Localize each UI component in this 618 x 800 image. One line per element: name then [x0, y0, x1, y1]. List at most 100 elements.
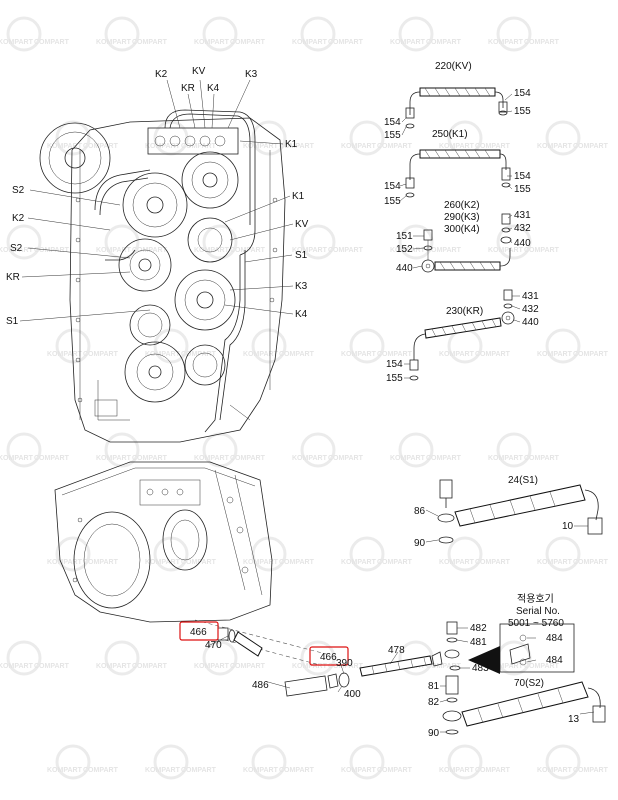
watermark-logo-icon [545, 536, 581, 572]
label-k2-top: K2 [155, 69, 168, 80]
watermark-logo-icon [6, 432, 42, 468]
watermark-text: KOMPART [243, 143, 279, 150]
watermark-text: COMPART [83, 351, 119, 358]
part-154-e: 154 [386, 359, 403, 370]
watermark-text: COMPART [132, 39, 168, 46]
watermark-text: COMPART [426, 39, 462, 46]
highlight-466-a [179, 621, 219, 641]
part-483: 483 [472, 663, 489, 674]
watermark-text: COMPART [475, 143, 511, 150]
part-478: 478 [388, 645, 405, 656]
hose-label-220kv: 220(KV) [435, 61, 472, 72]
watermark-text: COMPART [279, 351, 315, 358]
part-486: 486 [252, 680, 269, 691]
watermark-logo-icon [55, 120, 91, 156]
watermark-text: KOMPART [96, 663, 132, 670]
watermark-logo-icon [300, 432, 336, 468]
watermark-text: KOMPART [47, 767, 83, 774]
part-470: 470 [205, 640, 222, 651]
watermark-text: KOMPART [243, 767, 279, 774]
watermark-text: COMPART [573, 351, 609, 358]
part-155-c: 155 [514, 184, 531, 195]
watermark-logo-icon [398, 224, 434, 260]
watermark-text: COMPART [475, 767, 511, 774]
part-466-b: 466 [320, 652, 337, 663]
watermark-text: COMPART [181, 143, 217, 150]
watermark-logo-icon [104, 16, 140, 52]
part-432-a: 432 [514, 223, 531, 234]
watermark-text: KOMPART [390, 455, 426, 462]
hose-label-250k1: 250(K1) [432, 129, 468, 140]
watermark-text: KOMPART [194, 455, 230, 462]
watermark-text: KOMPART [488, 247, 524, 254]
watermark-text: COMPART [377, 559, 413, 566]
watermark-text: COMPART [377, 143, 413, 150]
hose-assemblies-top-right [399, 87, 521, 381]
label-k3-right: K3 [295, 281, 308, 292]
watermark-text: KOMPART [390, 247, 426, 254]
hose-label-70s2: 70(S2) [514, 678, 544, 689]
watermark-logo-icon [398, 432, 434, 468]
watermark-text: COMPART [181, 559, 217, 566]
watermark-text: KOMPART [341, 143, 377, 150]
watermark-text: KOMPART [341, 767, 377, 774]
watermark-logo-icon [496, 224, 532, 260]
part-431-a: 431 [514, 210, 531, 221]
watermark-text: COMPART [475, 351, 511, 358]
part-481: 481 [470, 637, 487, 648]
part-151: 151 [396, 231, 413, 242]
watermark-logo-icon [104, 224, 140, 260]
watermark-text: KOMPART [47, 351, 83, 358]
part-154-d: 154 [384, 181, 401, 192]
watermark-logo-icon [349, 536, 385, 572]
watermark-text: KOMPART [96, 455, 132, 462]
watermark-text: KOMPART [537, 351, 573, 358]
watermark-logo-icon [349, 328, 385, 364]
watermark-text: COMPART [230, 39, 266, 46]
part-440-b: 440 [396, 263, 413, 274]
watermark-text: COMPART [279, 559, 315, 566]
watermark-text: KOMPART [47, 143, 83, 150]
label-kr-top: KR [181, 83, 195, 94]
watermark-text: COMPART [328, 663, 364, 670]
watermark-logo-icon [447, 536, 483, 572]
watermark-text: COMPART [573, 559, 609, 566]
watermark-logo-icon [153, 744, 189, 780]
watermark-logo-icon [6, 640, 42, 676]
watermark-text: COMPART [230, 455, 266, 462]
watermark-text: KOMPART [0, 39, 34, 46]
serial-title: 적용호기 [517, 593, 554, 605]
part-484-a: 484 [546, 633, 563, 644]
part-152: 152 [396, 244, 413, 255]
part-10: 10 [562, 521, 574, 532]
hose-label-230kr: 230(KR) [446, 306, 483, 317]
watermark-text: COMPART [181, 767, 217, 774]
watermark-text: COMPART [230, 663, 266, 670]
watermark-logo-icon [545, 744, 581, 780]
watermark-text: COMPART [426, 663, 462, 670]
watermark-text: KOMPART [96, 39, 132, 46]
watermark-text: KOMPART [243, 351, 279, 358]
hose-label-24s1: 24(S1) [508, 475, 538, 486]
watermark-text: COMPART [377, 351, 413, 358]
watermark-text: COMPART [83, 767, 119, 774]
label-k4-right: K4 [295, 309, 308, 320]
pipe-assembly-bottom [179, 479, 606, 735]
watermark-logo-icon [496, 16, 532, 52]
part-13: 13 [568, 714, 580, 725]
watermark-text: COMPART [328, 455, 364, 462]
part-86: 86 [414, 506, 426, 517]
watermark-text: COMPART [524, 39, 560, 46]
part-432-b: 432 [522, 304, 539, 315]
part-154-c: 154 [514, 171, 531, 182]
label-k4-top: K4 [207, 83, 220, 94]
watermark-text: KOMPART [145, 559, 181, 566]
hose-label-300k4: 300(K4) [444, 224, 480, 235]
watermark-text: COMPART [279, 767, 315, 774]
watermark-text: KOMPART [194, 39, 230, 46]
watermark-logo-icon [300, 640, 336, 676]
part-155-b: 155 [384, 130, 401, 141]
watermark-logo-icon [6, 16, 42, 52]
watermark-logo-icon [251, 744, 287, 780]
